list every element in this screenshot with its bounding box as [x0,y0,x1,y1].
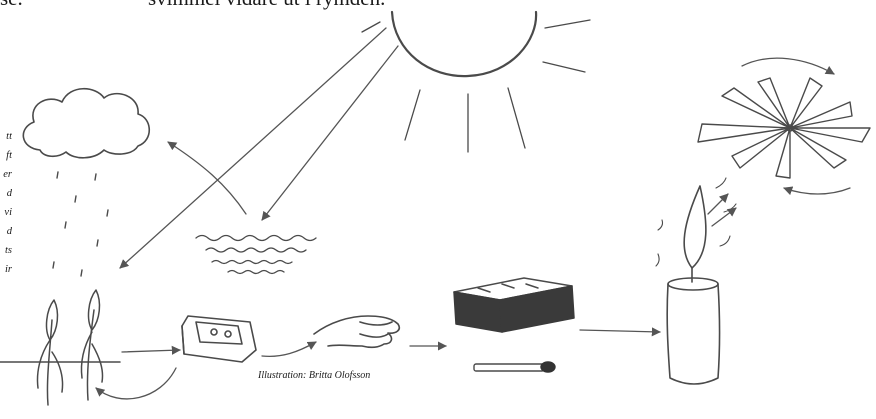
rain-cloud-icon [23,89,149,276]
water-waves-icon [196,236,316,274]
illustration-credit: Illustration: Britta Olofsson [258,370,370,381]
arrow-sun-to-plants [120,28,386,268]
arrow-plants-to-package [122,350,180,352]
pinwheel-icon [698,78,870,178]
food-package-icon [182,316,256,362]
arrow-water-to-cloud [168,142,246,214]
arrow-matchbox-to-candle [580,330,660,332]
matchstick-icon [474,362,555,372]
wheat-plants-icon [0,290,120,405]
arrow-pinwheel-rotation-bottom [784,188,850,194]
sun-icon [362,12,590,152]
candle-icon [656,178,736,384]
arrow-candle-heat-1 [708,194,728,214]
arrow-candle-heat-2 [712,208,736,226]
matchbox-icon [454,278,574,332]
hand-icon [314,316,399,347]
arrow-sun-to-water [262,46,398,220]
arrow-package-back-to-plants [96,368,176,399]
arrow-pinwheel-rotation-top [742,58,834,74]
arrow-package-to-hand [262,342,316,356]
